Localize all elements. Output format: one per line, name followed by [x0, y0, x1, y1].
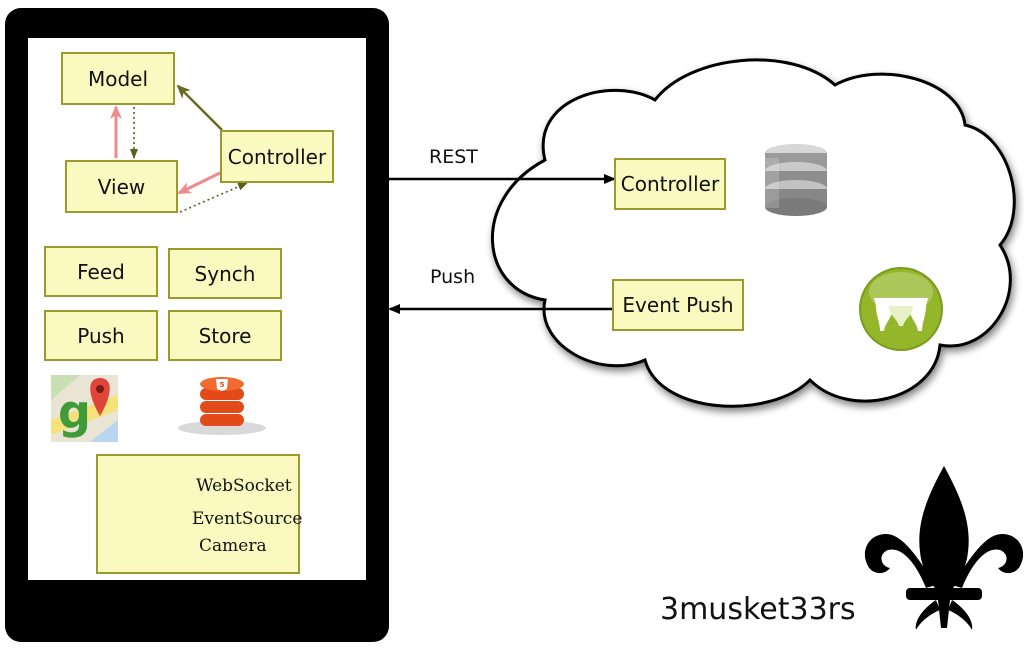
feed-label: Feed	[77, 259, 125, 284]
cloud-controller-box: Controller	[614, 158, 726, 210]
eventsource-label: EventSource	[192, 509, 303, 529]
event-push-label: Event Push	[622, 293, 734, 317]
controller-box: Controller	[220, 130, 334, 183]
google-maps-icon: g	[51, 375, 118, 442]
view-label: View	[97, 174, 146, 199]
synch-label: Synch	[194, 261, 256, 286]
cloud-controller-label: Controller	[620, 172, 720, 196]
websocket-label: WebSocket	[196, 476, 292, 496]
cups-icon	[859, 267, 943, 351]
controller-to-model-arrow	[176, 84, 223, 131]
view-box: View	[65, 160, 178, 213]
controller-label: Controller	[227, 144, 327, 169]
cordova-features-box	[96, 454, 300, 574]
svg-text:5: 5	[220, 381, 225, 389]
cloud-shape	[491, 58, 1016, 408]
synch-box: Synch	[168, 248, 282, 299]
database-icon	[765, 144, 827, 216]
camera-label: Camera	[199, 536, 267, 556]
brand-name: 3musket33rs	[660, 592, 856, 627]
controller-to-view-arrow	[177, 170, 223, 195]
model-box: Model	[61, 52, 175, 105]
store-box: Store	[168, 310, 282, 361]
svg-text:g: g	[58, 385, 91, 439]
push-box: Push	[44, 310, 158, 361]
html5-storage-icon: 5	[178, 377, 266, 435]
push-label: Push	[77, 323, 125, 348]
rest-label: REST	[429, 146, 478, 168]
fleur-de-lis-icon	[864, 466, 1024, 630]
store-label: Store	[198, 323, 252, 348]
event-push-box: Event Push	[612, 279, 744, 331]
push-link-label: Push	[430, 266, 476, 288]
feed-box: Feed	[44, 246, 158, 297]
view-to-controller-arrow	[179, 182, 248, 213]
model-label: Model	[87, 66, 149, 91]
